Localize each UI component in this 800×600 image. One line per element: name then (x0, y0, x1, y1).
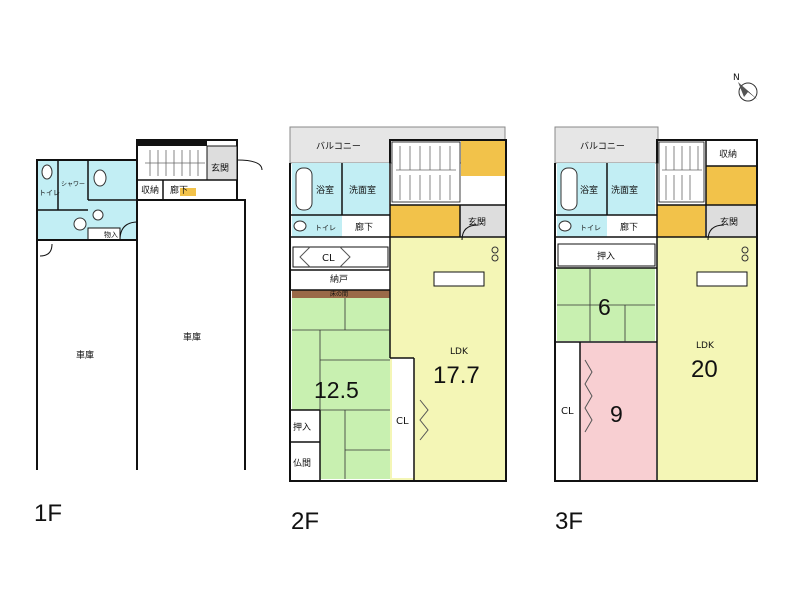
room-label: バルコニー (316, 141, 361, 152)
room-label: 納戸 (330, 273, 348, 285)
stove-icon (491, 246, 499, 254)
room-label: CL (396, 416, 409, 427)
room-label: 仏間 (293, 458, 311, 469)
room-label: トイレ (580, 224, 601, 232)
toilet-icon (558, 220, 572, 232)
room-label: 廊下 (620, 221, 638, 233)
room-size: 6 (598, 294, 611, 320)
stairs-icon (145, 150, 205, 176)
toilet-icon (93, 169, 107, 187)
western-room-3f (580, 343, 656, 480)
room-label: 洗面室 (349, 184, 376, 196)
room-label: シャワー (61, 181, 85, 188)
stairs-icon (391, 141, 461, 203)
stove-icon (741, 254, 749, 262)
floor-1f: トイレ シャワー 物入 玄関 収納 廊下 車庫 車庫 (36, 139, 263, 470)
bathtub-icon (295, 167, 313, 211)
room-label: 廊下 (355, 221, 373, 233)
room-label: 物入 (104, 230, 118, 239)
room-label: 車庫 (76, 349, 94, 361)
kitchen-counter-icon (696, 271, 748, 287)
compass-icon: N (733, 73, 758, 102)
kitchen-counter-icon (433, 271, 485, 287)
room-label: トイレ (39, 189, 60, 197)
sink-icon (73, 217, 87, 231)
room-label: バルコニー (580, 141, 625, 152)
room-label: 廊下 (170, 184, 188, 196)
room-label: 押入 (293, 421, 311, 433)
tatami-grid (292, 298, 390, 479)
room-label: 浴室 (316, 184, 334, 196)
toilet-icon (293, 220, 307, 232)
room-label: 床の間 (330, 290, 348, 298)
room-size: 20 (691, 356, 718, 383)
compass-north-label: N (733, 73, 740, 83)
room-label: 浴室 (580, 184, 598, 196)
room-label: 押入 (597, 250, 615, 262)
room-label: CL (561, 406, 574, 417)
japanese-room-3f (557, 268, 655, 341)
room-label: 収納 (141, 184, 159, 196)
room-size: 12.5 (314, 377, 359, 403)
room-label: 玄関 (468, 216, 486, 228)
room-label: 玄関 (211, 162, 229, 174)
room-label: LDK (696, 341, 715, 351)
room-size: 9 (610, 401, 623, 427)
room-label: 車庫 (183, 331, 201, 343)
stove-icon (491, 254, 499, 262)
floor-label-3f: 3F (555, 508, 583, 535)
room-label: 玄関 (720, 216, 738, 228)
tatami-grid (557, 268, 655, 342)
room-label: CL (322, 253, 335, 264)
balcony-3f (554, 126, 659, 164)
floor-2f: バルコニー (289, 126, 507, 482)
room-label: 洗面室 (611, 184, 638, 196)
room-label: LDK (450, 347, 469, 357)
stairs-icon (658, 141, 705, 203)
floor-label-1f: 1F (34, 500, 62, 527)
tokonoma-2f (292, 290, 390, 298)
sink-icon (92, 209, 104, 221)
room-size: 17.7 (433, 362, 480, 389)
floor-3f: バルコニー (554, 126, 758, 482)
stove-icon (741, 246, 749, 254)
room-label: トイレ (315, 224, 336, 232)
floor-label-2f: 2F (291, 508, 319, 535)
toilet-icon (41, 164, 53, 180)
bathtub-icon (560, 167, 578, 211)
room-label: 収納 (719, 148, 737, 160)
